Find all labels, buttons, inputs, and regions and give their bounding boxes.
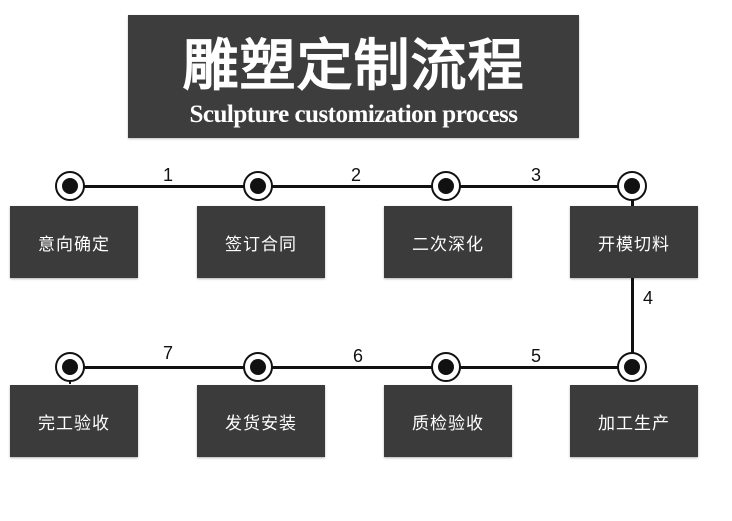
step-box-5: 加工生产 [570,385,698,457]
title-english: Sculpture customization process [189,101,518,128]
title-banner: 雕塑定制流程 Sculpture customization process [128,15,579,138]
step-box-1: 意向确定 [10,206,138,278]
step-number-3: 3 [530,165,541,185]
step-box-8: 完工验收 [10,385,138,457]
step-box-2: 签订合同 [197,206,325,278]
step-number-4: 4 [642,288,653,308]
bottom-connector-line [70,366,634,369]
flow-node [55,352,85,382]
flow-node [617,171,647,201]
step-box-7: 发货安装 [197,385,325,457]
flow-node [431,171,461,201]
step-number-1: 1 [162,165,173,185]
flow-node [243,352,273,382]
flow-node [243,171,273,201]
step-box-6: 质检验收 [384,385,512,457]
step-box-3: 二次深化 [384,206,512,278]
step-number-2: 2 [350,165,361,185]
step-number-5: 5 [530,346,541,366]
step-number-6: 6 [352,346,363,366]
top-connector-line [70,185,632,188]
title-chinese: 雕塑定制流程 [182,33,525,99]
step-box-4: 开模切料 [570,206,698,278]
flow-node [617,352,647,382]
step-number-7: 7 [162,343,173,363]
flow-node [55,171,85,201]
flow-node [431,352,461,382]
